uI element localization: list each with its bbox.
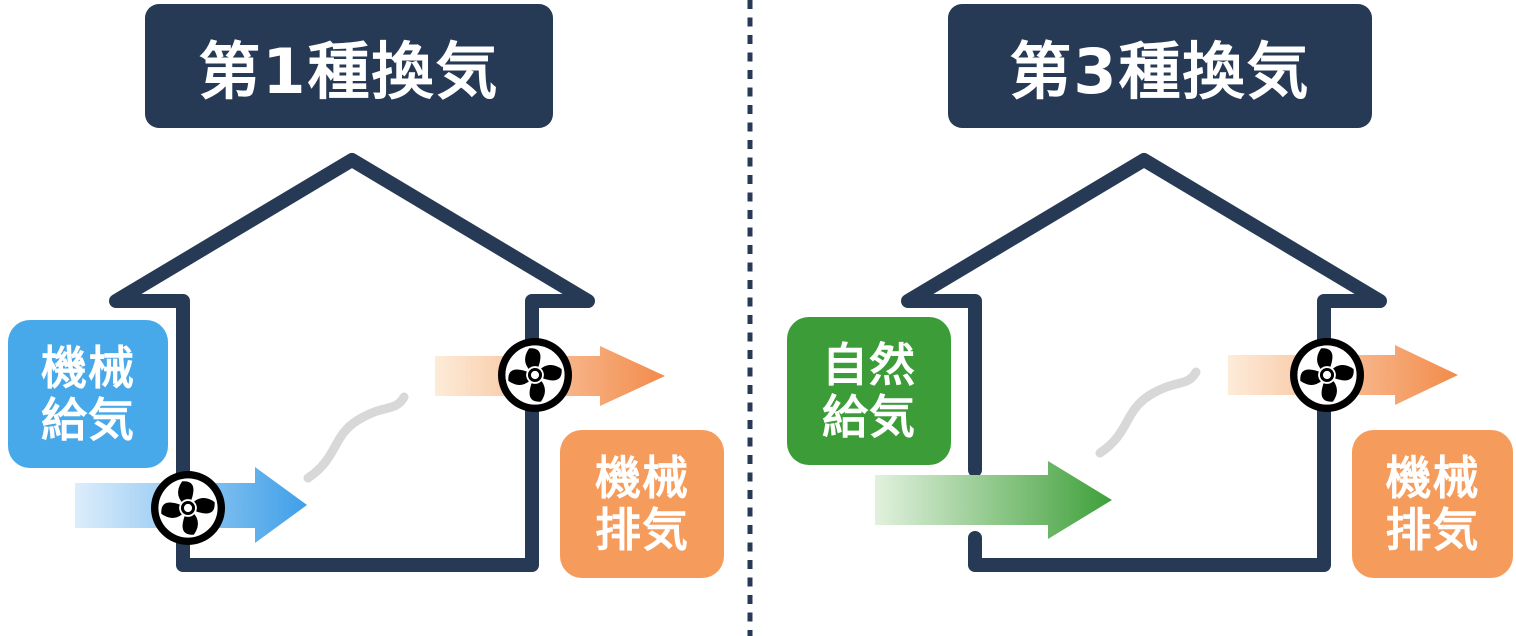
- exhaust-label-type1-line2: 排気: [595, 503, 689, 557]
- supply-label-type3-line2: 給気: [822, 390, 916, 444]
- supply-label-type1-line1: 機械: [41, 340, 135, 395]
- panel-title-type1-text: 第1種換気: [198, 35, 500, 108]
- steam-swoosh-icon: [308, 397, 404, 478]
- fan-icon: [1288, 336, 1366, 414]
- supply-label-type1-line2: 給気: [41, 393, 135, 447]
- exhaust-label-type3: 機械 排気: [1352, 430, 1513, 578]
- exhaust-label-type1-line1: 機械: [595, 450, 689, 505]
- steam-swoosh-icon: [1100, 372, 1196, 453]
- supply-label-type3: 自然 給気: [787, 317, 951, 465]
- exhaust-label-type1: 機械 排気: [560, 430, 724, 578]
- supply-label-type3-line1: 自然: [822, 337, 916, 392]
- panel-title-type3-text: 第3種換気: [1009, 35, 1311, 108]
- supply-label-type1: 機械 給気: [8, 320, 168, 468]
- panel-title-type1: 第1種換気: [145, 4, 553, 128]
- panel-title-type3: 第3種換気: [948, 4, 1372, 128]
- fan-icon: [149, 469, 227, 547]
- house-outline-type3: [901, 153, 1387, 572]
- house-outline-type1: [109, 153, 595, 572]
- fan-icon: [496, 336, 574, 414]
- supply-arrow-type3: [875, 461, 1112, 539]
- exhaust-label-type3-line1: 機械: [1385, 450, 1480, 505]
- exhaust-label-type3-line2: 排気: [1385, 503, 1480, 557]
